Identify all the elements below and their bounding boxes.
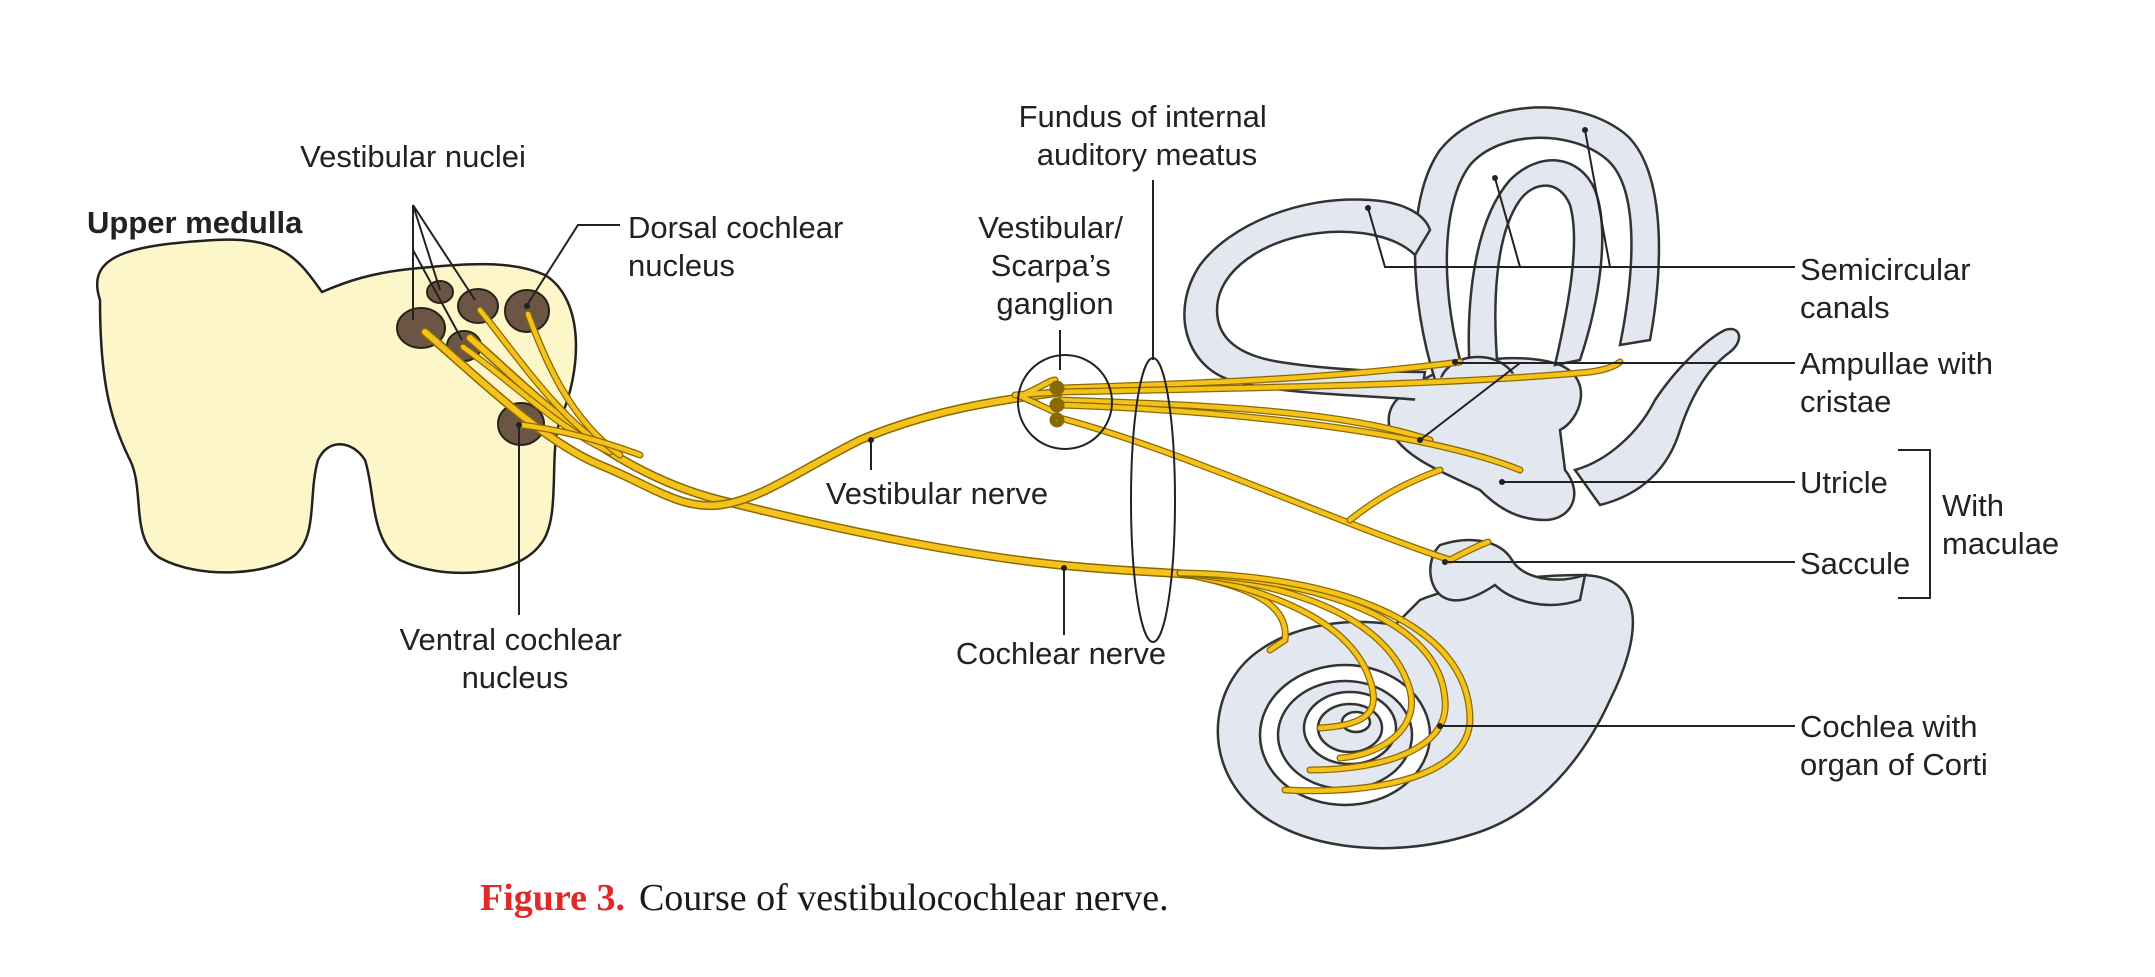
label-utricle: Utricle	[1800, 465, 1888, 500]
leader-lines	[412, 127, 1931, 729]
dot-dorsal-cochlear	[524, 303, 530, 309]
saccule-shape	[1429, 538, 1587, 607]
dot-ampulla-2	[1417, 437, 1423, 443]
nerves-group	[420, 306, 1624, 795]
leader-dorsal-cochlear	[526, 224, 620, 306]
semicircular-canal-lateral	[1183, 198, 1432, 402]
dot-canal-1	[1365, 205, 1371, 211]
leader-semicircular	[1367, 129, 1795, 268]
leader-vestibular-nuclei	[412, 204, 476, 341]
label-semicircular-canals: Semicircular canals	[1800, 252, 1979, 325]
dot-canal-3	[1582, 127, 1588, 133]
semicircular-canal-posterior	[1467, 159, 1604, 380]
label-dorsal-cochlear: Dorsal cochlear nucleus	[628, 210, 852, 283]
upper-medulla-shape	[95, 238, 578, 575]
label-ventral-cochlear: Ventral cochlear nucleus	[400, 622, 631, 695]
labels-group: Upper medulla Vestibular nuclei Dorsal c…	[87, 99, 2059, 782]
label-cochlear-nerve: Cochlear nerve	[956, 636, 1166, 671]
dot-cochlear-nerve	[1061, 565, 1067, 571]
caption-number: Figure 3.	[480, 877, 625, 919]
maculae-bracket	[1898, 449, 1931, 599]
leader-ampullae	[1419, 362, 1795, 441]
label-vestibular-nuclei: Vestibular nuclei	[300, 139, 526, 174]
vestibular-nucleus-2	[457, 288, 499, 324]
label-vestibular-nerve: Vestibular nerve	[826, 476, 1048, 511]
dot-utricle	[1499, 479, 1505, 485]
ganglion-dot-1	[1049, 380, 1065, 396]
label-upper-medulla: Upper medulla	[87, 205, 303, 240]
label-fundus: Fundus of internal auditory meatus	[1019, 99, 1276, 172]
ganglion-dot-3	[1049, 412, 1065, 428]
endolymphatic-duct	[1572, 327, 1741, 507]
dot-ventral-cochlear	[516, 422, 522, 428]
cochlear-nerve-core	[467, 335, 1198, 578]
dot-canal-2	[1492, 175, 1498, 181]
label-ganglion: Vestibular/ Scarpa’s ganglion	[978, 210, 1131, 321]
dot-saccule	[1442, 559, 1448, 565]
semicircular-canal-anterior	[1413, 106, 1661, 382]
dot-cochlea	[1437, 723, 1443, 729]
label-cochlea: Cochlea with organ of Corti	[1800, 709, 1988, 782]
scarpa-ganglion-ring	[1017, 354, 1113, 450]
label-saccule: Saccule	[1800, 546, 1910, 581]
figure-caption: Figure 3. Course of vestibulocochlear ne…	[480, 877, 1169, 919]
label-ampullae: Ampullae with cristae	[1800, 346, 2002, 419]
ganglion-dot-2	[1049, 397, 1065, 413]
dot-vestibular-nerve	[868, 437, 874, 443]
labyrinth-group	[1183, 106, 1741, 850]
caption-text: Course of vestibulocochlear nerve.	[639, 877, 1169, 919]
dot-ampulla-1	[1452, 359, 1458, 365]
label-with-maculae: With maculae	[1942, 488, 2059, 561]
